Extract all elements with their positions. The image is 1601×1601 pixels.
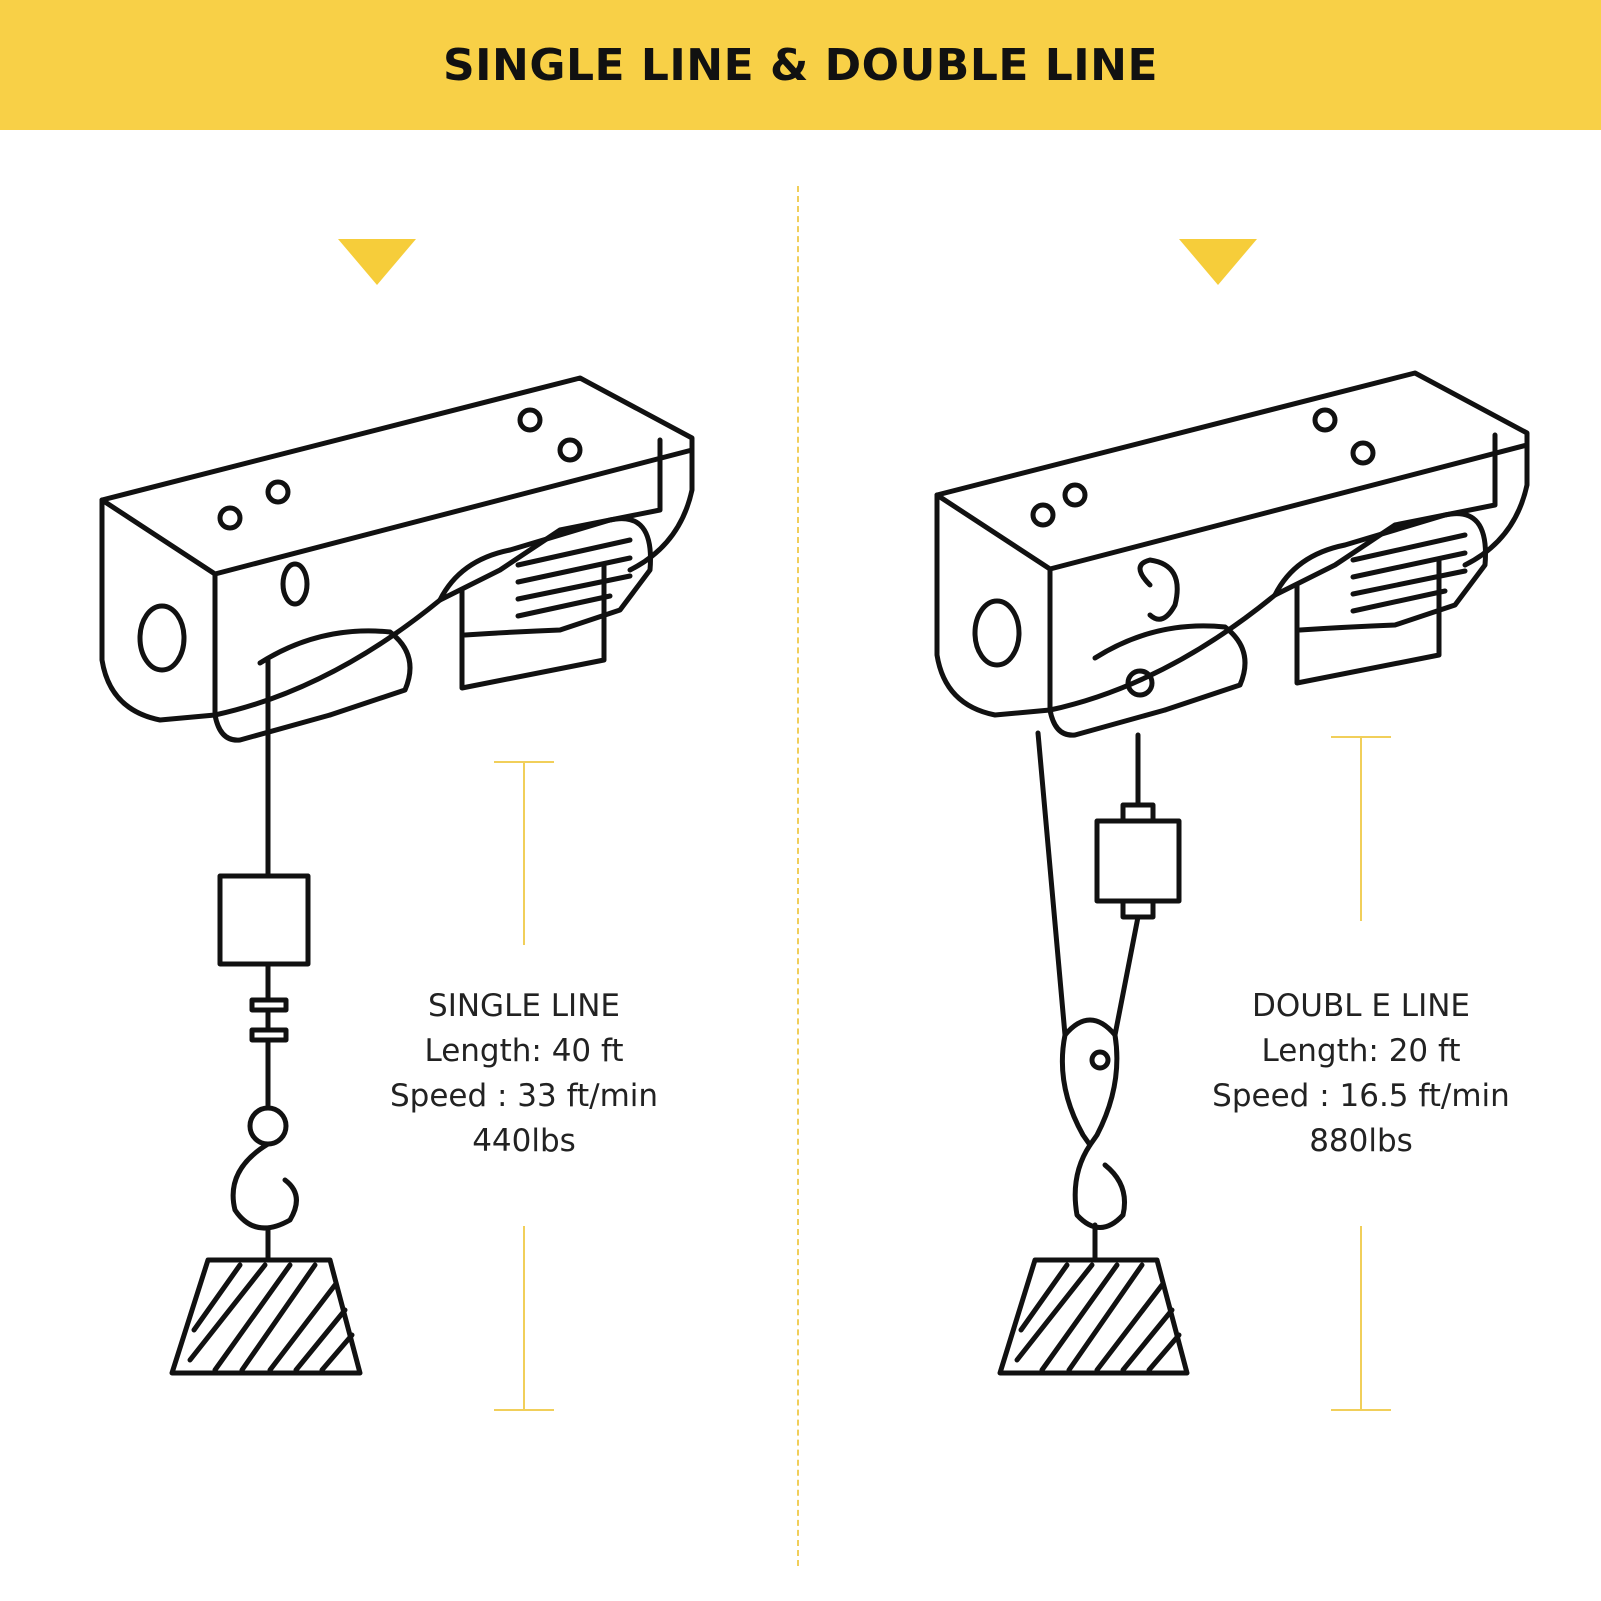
double-dim-line-bottom: [1360, 1226, 1362, 1410]
double-line-heading: DOUBL E LINE: [1252, 988, 1470, 1024]
double-line-capacity: 880lbs: [1309, 1123, 1413, 1159]
single-dim-line-top: [523, 761, 525, 945]
right-down-arrow-icon: [1179, 239, 1257, 285]
single-line-hoist-illustration: [99, 375, 695, 1376]
single-line-length: Length: 40 ft: [424, 1033, 624, 1069]
double-line-hoist-illustration: [934, 370, 1530, 1376]
single-line-specs: SINGLE LINE Length: 40 ft Speed : 33 ft/…: [344, 984, 704, 1164]
title-banner: SINGLE LINE & DOUBLE LINE: [0, 0, 1601, 130]
double-line-specs: DOUBL E LINE Length: 20 ft Speed : 16.5 …: [1181, 984, 1541, 1164]
center-divider: [797, 186, 799, 1566]
page-title: SINGLE LINE & DOUBLE LINE: [442, 39, 1159, 91]
double-dim-line-top: [1360, 736, 1362, 921]
single-dim-bottom-tick: [494, 1409, 554, 1411]
single-line-capacity: 440lbs: [472, 1123, 576, 1159]
left-down-arrow-icon: [338, 239, 416, 285]
single-dim-line-bottom: [523, 1226, 525, 1410]
double-dim-bottom-tick: [1331, 1409, 1391, 1411]
double-line-speed: Speed : 16.5 ft/min: [1212, 1078, 1510, 1114]
single-line-speed: Speed : 33 ft/min: [389, 1078, 659, 1114]
single-line-heading: SINGLE LINE: [428, 988, 620, 1024]
double-line-length: Length: 20 ft: [1261, 1033, 1461, 1069]
